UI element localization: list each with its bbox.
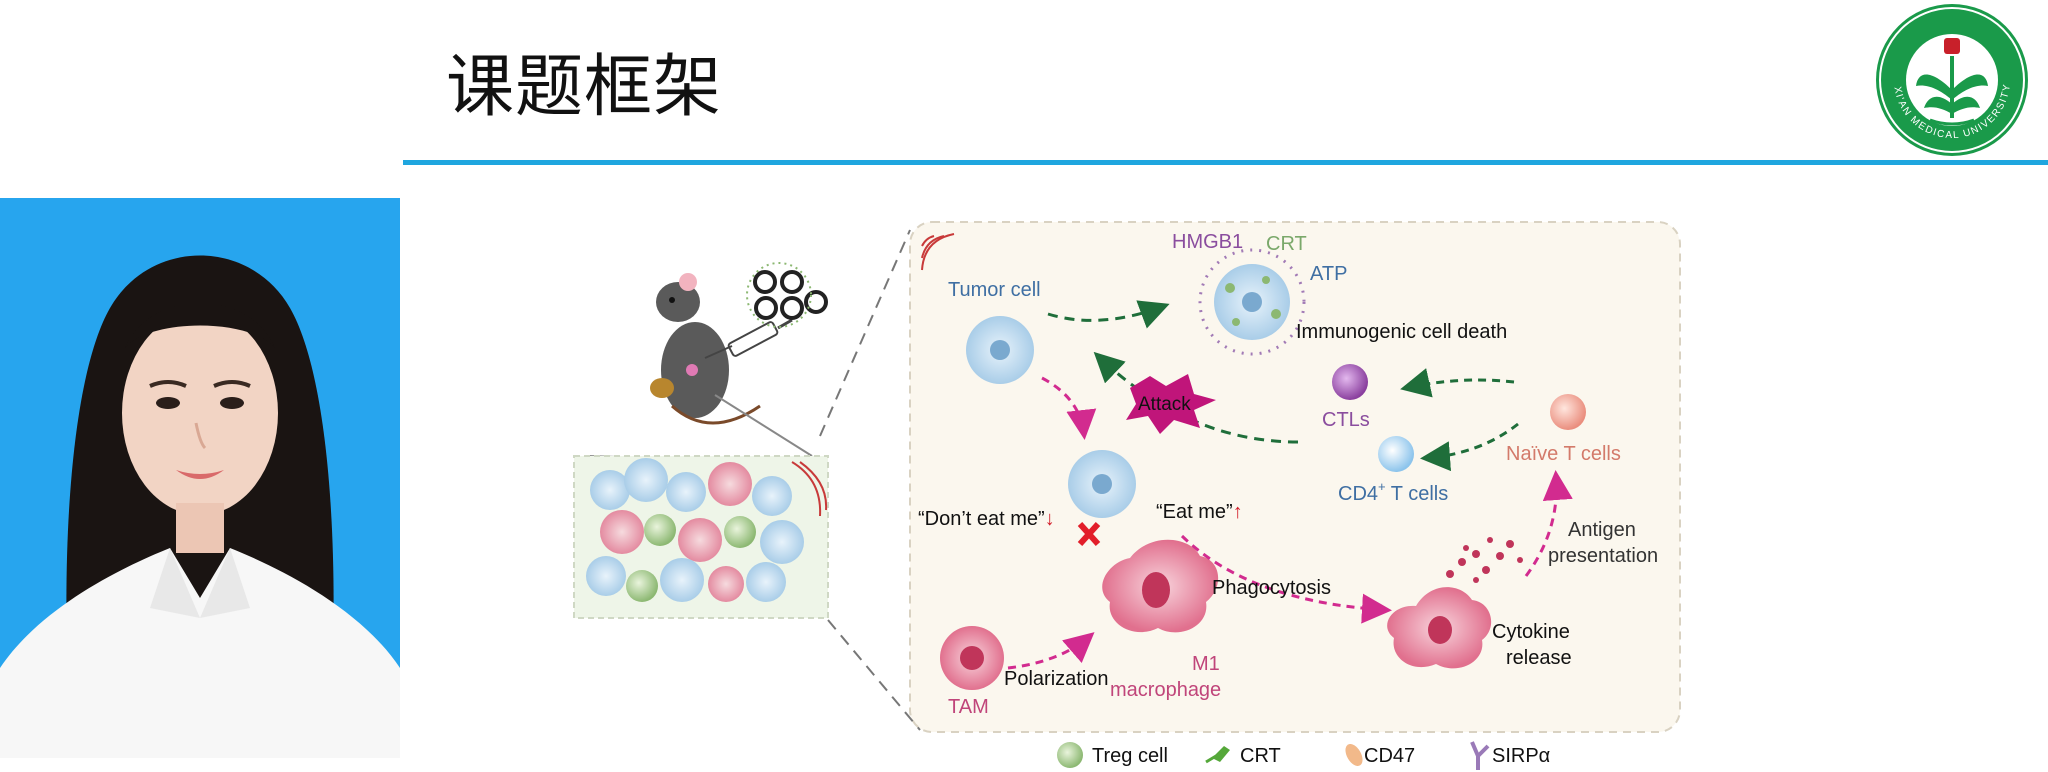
label-tumor-cell: Tumor cell (948, 279, 1041, 301)
label-tam: TAM (948, 696, 989, 718)
label-attack: Attack (1138, 394, 1191, 415)
label-hmgb1: HMGB1 (1172, 231, 1243, 253)
label-ctls: CTLs (1322, 409, 1370, 431)
tumor-tissue-inset (574, 456, 828, 618)
label-antigen: Antigen (1568, 519, 1636, 541)
university-seal-icon: XI'AN MEDICAL UNIVERSITY (1872, 0, 2032, 160)
label-dont-eat-me: “Don’t eat me”↓ (918, 508, 1055, 530)
sirpa-icon (1472, 742, 1488, 770)
ctl-cell (1332, 364, 1368, 400)
label-release: release (1506, 647, 1572, 669)
label-cytokine: Cytokine (1492, 621, 1570, 643)
legend: Treg cell CRT CD47 SIRPα (1057, 741, 1550, 770)
label-polarization: Polarization (1004, 668, 1109, 690)
label-phagocytosis: Phagocytosis (1212, 577, 1331, 599)
legend-crt: CRT (1240, 745, 1281, 767)
legend-sirpa: SIRPα (1492, 745, 1550, 767)
label-naive-t-cells: Naïve T cells (1506, 443, 1621, 465)
label-crt-top: CRT (1266, 233, 1307, 255)
label-eat-me: “Eat me”↑ (1156, 501, 1243, 523)
cd4-t-cell (1378, 436, 1414, 472)
nanoparticle-cluster (747, 263, 826, 327)
legend-treg: Treg cell (1092, 745, 1168, 767)
mouse-injection-illustration (650, 273, 792, 423)
portrait-photo (0, 198, 400, 758)
crt-icon (1212, 746, 1230, 762)
mechanism-diagram: Tumor cell HMGB1 CRT ATP Immunogenic cel… (560, 210, 1700, 772)
label-cd4-t-cells: CD4+ T cells (1338, 479, 1448, 505)
face (122, 311, 278, 515)
cd47-icon (1342, 741, 1366, 769)
naive-t-cell (1550, 394, 1586, 430)
label-presentation: presentation (1548, 545, 1658, 567)
legend-cd47: CD47 (1364, 745, 1415, 767)
label-atp: ATP (1310, 263, 1347, 285)
treg-cell-icon (1057, 742, 1083, 768)
seal-book-emblem (1944, 38, 1960, 54)
title-divider (403, 160, 2048, 165)
label-m1: M1 (1192, 653, 1220, 675)
slide-title: 课题框架 (446, 54, 722, 122)
label-immunogenic-cell-death: Immunogenic cell death (1296, 321, 1507, 343)
label-macrophage: macrophage (1110, 679, 1221, 701)
